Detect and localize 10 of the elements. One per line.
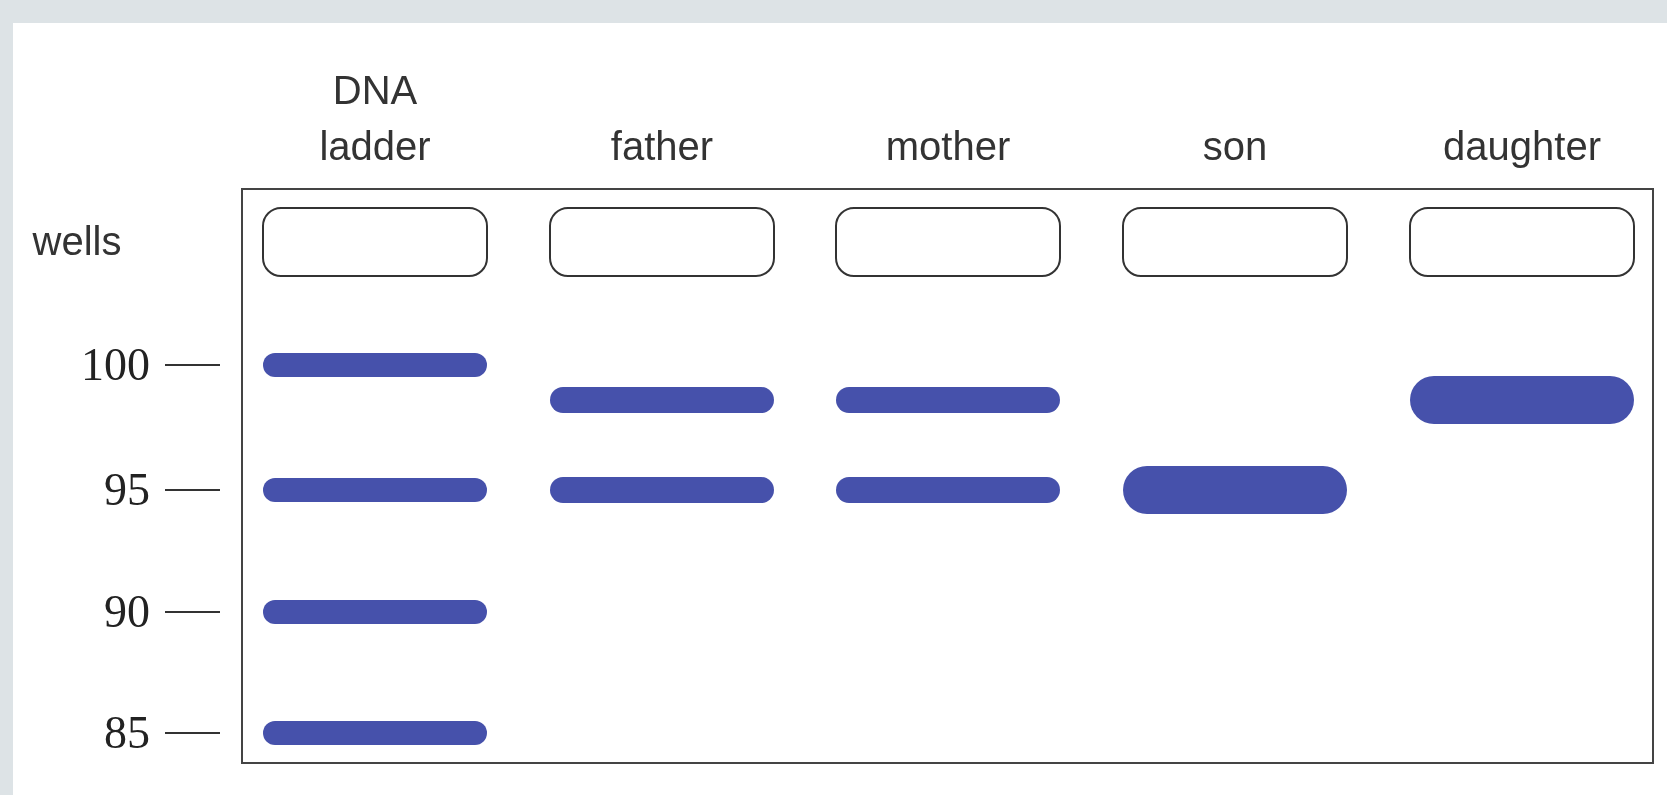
lane-label: son — [1202, 123, 1268, 170]
lane-label: father — [610, 123, 714, 170]
size-label: 95 — [104, 463, 150, 517]
row-label: wells — [32, 218, 122, 265]
lane-label: daughter — [1443, 123, 1601, 170]
size-label: 100 — [81, 338, 150, 392]
size-label: 90 — [104, 585, 150, 639]
lane-label: DNA ladder — [318, 67, 432, 170]
size-label: 85 — [104, 706, 150, 760]
lane-label: mother — [885, 123, 1011, 170]
